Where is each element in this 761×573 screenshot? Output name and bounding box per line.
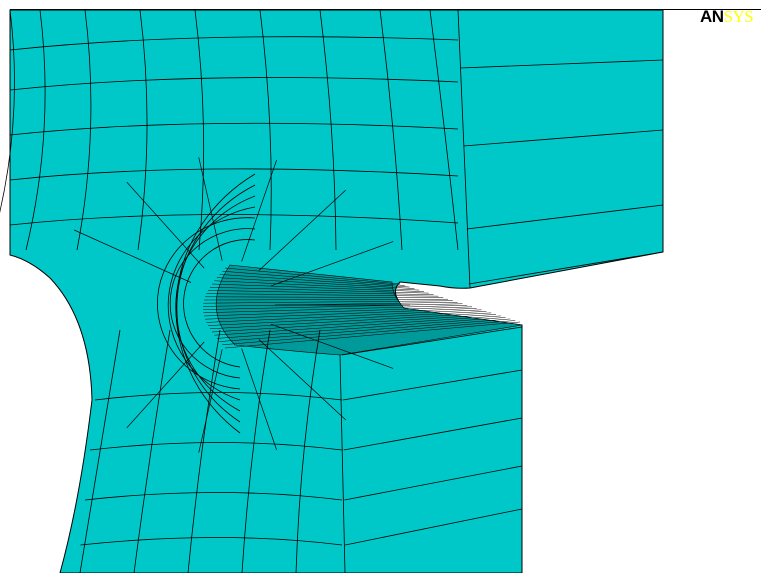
notch-fine-line	[216, 317, 506, 339]
mesh-col	[79, 329, 121, 573]
notch-fine-line	[212, 283, 425, 292]
block-lower-row	[342, 369, 523, 401]
mesh-spoke	[241, 159, 277, 262]
mesh-col	[133, 329, 171, 573]
mesh-col	[259, 9, 272, 251]
notch-fine-line	[203, 303, 463, 310]
notch-fine-line	[209, 286, 429, 294]
block-upper-row	[466, 204, 664, 230]
notch-fine-line	[212, 314, 497, 333]
notch-fine-line	[203, 305, 468, 314]
block-lower-row	[343, 417, 523, 451]
block-lower-edge	[339, 354, 346, 573]
notch-fine-line	[224, 267, 401, 285]
mesh-row	[9, 122, 459, 136]
notch-fine-line	[206, 293, 439, 297]
notch-fine-line	[203, 300, 453, 304]
mesh-col	[194, 9, 205, 251]
mesh-spoke	[198, 157, 223, 261]
notch-fine-line	[206, 309, 482, 323]
mesh-spoke	[126, 181, 205, 269]
mesh-col	[319, 9, 337, 251]
mesh-row	[9, 168, 459, 181]
notch-fine-line	[222, 320, 516, 346]
mesh-row	[84, 492, 343, 501]
mesh-row	[9, 77, 459, 91]
block-upper-edge	[457, 9, 471, 289]
mesh-spoke	[126, 341, 205, 429]
notch-fine-line	[214, 315, 501, 336]
mesh-row	[80, 537, 343, 546]
mesh-spoke	[73, 229, 192, 283]
notch-fine-line	[219, 274, 410, 288]
ansys-logo: ANSYS	[700, 7, 754, 26]
mesh-ring	[169, 228, 256, 379]
notch-fine-line	[209, 312, 492, 330]
notch-fine-line	[224, 321, 521, 349]
mesh-lines	[0, 9, 664, 573]
mesh-col	[76, 9, 92, 251]
notch-fine-line	[208, 311, 487, 326]
notch-fine-line	[222, 270, 405, 286]
mesh-col	[429, 9, 459, 251]
mesh-ring	[167, 206, 256, 401]
mesh-col	[295, 329, 321, 573]
notch-fine-line	[208, 290, 434, 295]
notch-fine-line	[204, 306, 473, 317]
notch-fine-line	[219, 318, 511, 342]
block-upper-row	[460, 59, 664, 69]
mesh-col	[241, 329, 271, 573]
mesh-ring	[175, 173, 256, 434]
mesh-spoke	[241, 348, 277, 451]
notch-fine-line	[214, 280, 420, 291]
notch-inner-face	[215, 264, 523, 356]
mesh-col	[0, 9, 15, 213]
block-lower-row	[341, 326, 523, 356]
notch-fine-line	[205, 296, 444, 298]
mesh-col	[187, 329, 221, 573]
notch-fine-line	[203, 301, 458, 307]
mesh-row	[9, 214, 459, 226]
notch-fine-line	[216, 277, 415, 289]
mesh-spoke	[198, 349, 223, 453]
mesh-row	[94, 392, 343, 401]
mesh-spoke	[258, 189, 346, 271]
notch-fine-line	[204, 298, 449, 301]
block-lower-row	[344, 465, 523, 501]
mesh-col	[25, 9, 46, 251]
mesh-spoke	[270, 323, 394, 369]
mesh-col	[379, 9, 403, 251]
mesh-ring	[183, 239, 256, 368]
block-upper-row	[463, 129, 664, 147]
mesh-ring	[176, 184, 256, 423]
mesh-spoke	[270, 241, 394, 287]
mesh-row	[89, 442, 343, 451]
block-lower-row	[345, 508, 523, 546]
mesh-spoke	[258, 339, 346, 421]
block-upper-row	[468, 251, 664, 285]
mesh-row	[9, 36, 459, 51]
notch-fine-line	[205, 308, 477, 320]
